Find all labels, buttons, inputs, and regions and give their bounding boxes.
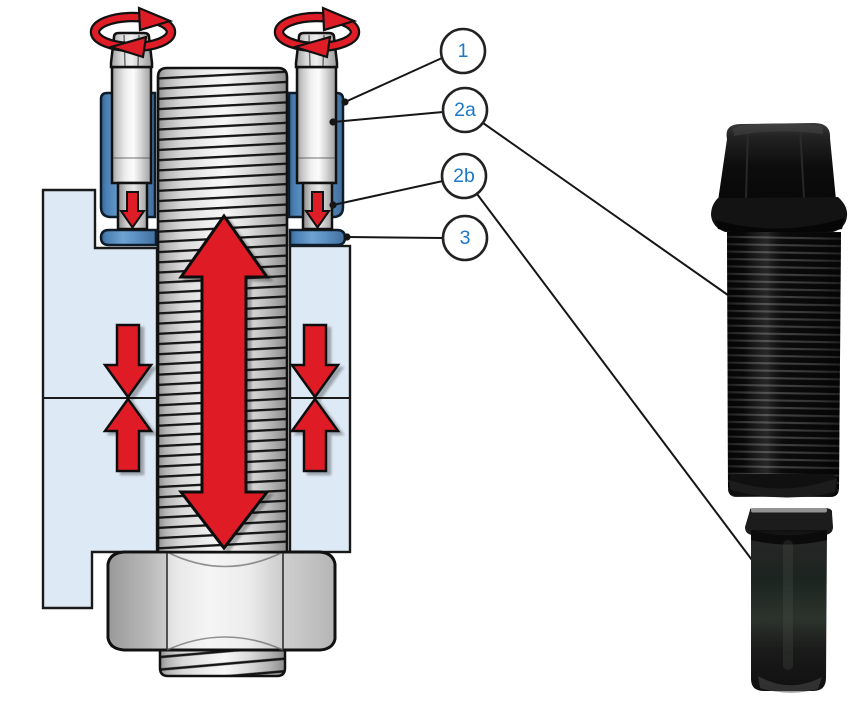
- jackbolt-left: [109, 31, 154, 231]
- leader-2b-left: [332, 180, 444, 206]
- photo-jackbolt-thread: [727, 232, 841, 498]
- photo-jackbolt: [711, 123, 848, 693]
- photo-jackbolt-collar: [711, 197, 848, 232]
- hardened-washer-left: [99, 228, 158, 247]
- callout-1-label: 1: [458, 40, 469, 62]
- callout-1: 1: [439, 27, 487, 75]
- hex-nut: [106, 550, 337, 652]
- stud-stretch-arrow-icon: [177, 213, 271, 551]
- callout-2a: 2a: [441, 86, 489, 134]
- leader-3: [346, 236, 444, 239]
- callout-2b: 2b: [440, 152, 488, 200]
- callout-2a-label: 2a: [454, 99, 476, 121]
- callout-leaders: [329, 57, 753, 561]
- leader-2b-right: [476, 193, 753, 561]
- leader-2a-right: [482, 122, 736, 301]
- leader-1: [344, 57, 443, 103]
- callout-2b-label: 2b: [453, 165, 475, 187]
- callout-3-label: 3: [460, 227, 471, 249]
- stud-below-nut: [158, 648, 287, 678]
- leader-2a-left: [332, 111, 444, 123]
- callout-3: 3: [441, 214, 489, 262]
- cross-section-diagram: [41, 8, 355, 678]
- photo-washer-pin: [745, 508, 833, 693]
- jackbolt-right: [294, 31, 339, 231]
- hardened-washer-right: [288, 228, 347, 247]
